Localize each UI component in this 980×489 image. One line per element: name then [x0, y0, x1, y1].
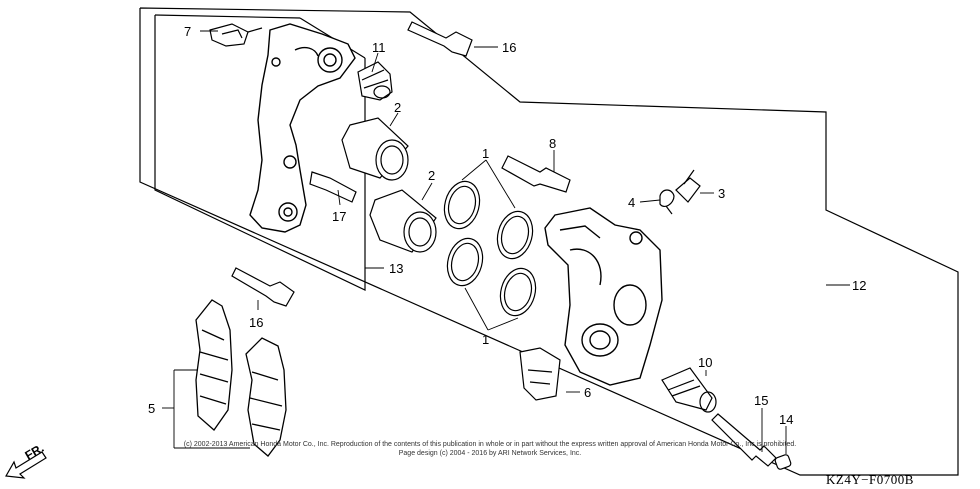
caliper-bracket: [249, 23, 356, 233]
piston-upper: [341, 117, 409, 181]
frame-inner: [154, 15, 366, 291]
copyright-line-2: Page design (c) 2004 - 2016 by ARI Netwo…: [399, 450, 582, 457]
caliper-body: [544, 207, 663, 386]
brake-pad-rear: [245, 337, 287, 457]
frame-outer: [139, 7, 959, 476]
pin-bolt-15: [711, 413, 777, 467]
callout-3: 3: [718, 186, 725, 201]
bleeder-cap: [659, 189, 675, 215]
bolt-17: [309, 171, 357, 203]
callout-11: 11: [372, 40, 386, 55]
callout-15: 15: [754, 393, 768, 408]
diagram-code: KZ4Y−F0700B: [826, 472, 914, 487]
piston-lower: [369, 189, 437, 253]
callout-7: 7: [184, 24, 191, 39]
callout-2-lower: 2: [428, 168, 435, 183]
callout-8: 8: [549, 136, 556, 151]
callout-10: 10: [698, 355, 712, 370]
pin-boot-10: [661, 367, 717, 413]
pad-spring: [209, 23, 263, 47]
callout-16-lower: 16: [249, 315, 263, 330]
callout-6: 6: [584, 385, 591, 400]
direction-arrow-icon: [5, 451, 47, 479]
pad-retainer: [519, 347, 561, 401]
frame-inner-top: [154, 14, 301, 19]
pin-boot-11: [357, 61, 393, 101]
callout-1-lower: 1: [482, 332, 489, 347]
plug-14: [774, 454, 792, 470]
slide-pin: [501, 155, 571, 193]
copyright-line-1: (c) 2002-2013 American Honda Motor Co., …: [184, 441, 796, 448]
bleeder-valve: [675, 169, 701, 203]
callout-13: 13: [389, 261, 403, 276]
callout-14: 14: [779, 412, 793, 427]
callout-1-upper: 1: [482, 146, 489, 161]
callout-12: 12: [852, 278, 866, 293]
bolt-16-lower: [231, 267, 295, 307]
callout-labels: 7 11 16 2 2 1 1 8 4 3 6 12 13 17 16 5 10…: [148, 24, 866, 427]
brake-pad-front: [195, 299, 233, 431]
callout-5: 5: [148, 401, 155, 416]
leader-lines: [162, 30, 850, 454]
bolt-16-upper: [407, 21, 473, 57]
callout-16-upper: 16: [502, 40, 516, 55]
callout-4: 4: [628, 195, 635, 210]
callout-2-upper: 2: [394, 100, 401, 115]
piston-seals: [443, 180, 537, 317]
callout-17: 17: [332, 209, 346, 224]
